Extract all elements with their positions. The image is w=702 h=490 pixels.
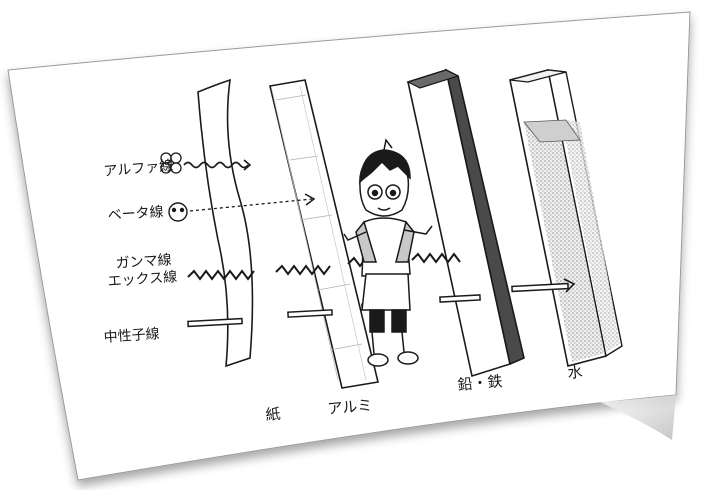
water-tank [509, 69, 623, 367]
lead-iron-label: 鉛・鉄 [457, 372, 503, 394]
alpha-ray-label: アルファ線 [103, 158, 174, 180]
beta-particle-icon [168, 202, 188, 222]
beta-ray [189, 198, 313, 212]
aluminum-sheet [269, 79, 379, 389]
neutron-ray-label: 中性子線 [103, 326, 160, 346]
beta-ray-label: ベータ線 [107, 204, 164, 224]
alpha-particle-icon [160, 152, 182, 174]
beta-ray-arrowhead [304, 193, 316, 206]
lead-iron-block [406, 68, 525, 378]
gamma-ray-label: ガンマ線 [115, 252, 172, 272]
paper-sheet [197, 78, 254, 368]
gamma-ray [187, 252, 461, 281]
neutron-ray-arrowhead [563, 278, 576, 293]
xray-label: エックス線 [107, 269, 178, 290]
aluminum-label: アルミ [327, 396, 373, 418]
paper-label: 紙 [265, 405, 282, 424]
alpha-ray-arrowhead [243, 159, 252, 171]
alpha-ray [183, 161, 249, 169]
character-illustration [343, 138, 433, 367]
water-label: 水 [567, 363, 584, 382]
